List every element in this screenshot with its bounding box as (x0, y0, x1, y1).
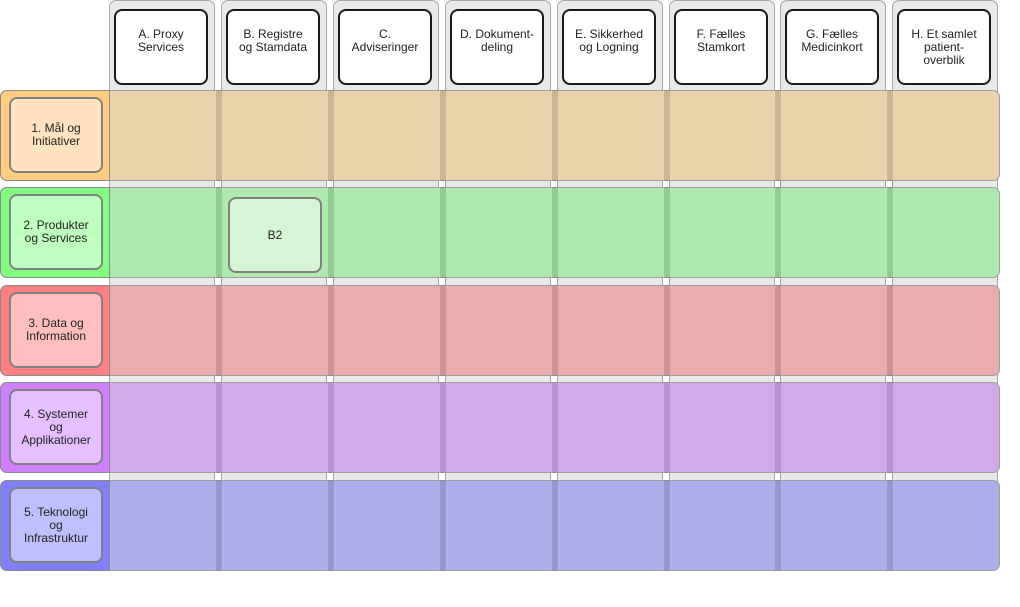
column-divider (440, 382, 446, 473)
column-divider (775, 90, 781, 181)
column-divider (440, 187, 446, 278)
column-divider (552, 285, 558, 376)
column-header-a[interactable]: A. Proxy Services (114, 9, 208, 85)
row-label-4[interactable]: 4. Systemer og Applikationer (9, 389, 103, 465)
column-divider (440, 90, 446, 181)
column-header-d[interactable]: D. Dokument- deling (450, 9, 544, 85)
column-divider (328, 382, 334, 473)
column-divider (328, 480, 334, 571)
column-header-label: H. Et samlet patient- overblik (911, 27, 977, 67)
row-label-text: 4. Systemer og Applikationer (21, 406, 91, 447)
column-divider (664, 480, 670, 571)
row-label-3[interactable]: 3. Data og Information (9, 292, 103, 368)
column-header-h[interactable]: H. Et samlet patient- overblik (897, 9, 991, 85)
column-header-c[interactable]: C. Adviseringer (338, 9, 432, 85)
column-divider (887, 285, 893, 376)
row-band-3 (0, 285, 1000, 376)
column-divider (216, 382, 222, 473)
column-header-label: E. Sikkerhed og Logning (574, 27, 644, 54)
column-header-label: B. Registre og Stamdata (238, 27, 308, 54)
column-divider (664, 382, 670, 473)
column-divider (887, 187, 893, 278)
column-divider (216, 480, 222, 571)
row-label-text: 3. Data og Information (25, 316, 87, 343)
row-label-text: 1. Mål og Initiativer (31, 121, 81, 148)
column-divider (216, 285, 222, 376)
row-band-5 (0, 480, 1000, 571)
column-header-e[interactable]: E. Sikkerhed og Logning (562, 9, 656, 85)
row-label-1[interactable]: 1. Mål og Initiativer (9, 97, 103, 173)
column-divider (552, 480, 558, 571)
column-divider (552, 90, 558, 181)
column-divider (664, 187, 670, 278)
column-divider (328, 285, 334, 376)
cell-b2[interactable]: B2 (228, 197, 322, 273)
column-divider (216, 90, 222, 181)
column-divider (552, 187, 558, 278)
column-divider (775, 480, 781, 571)
row-band-1 (0, 90, 1000, 181)
column-divider (664, 285, 670, 376)
column-header-label: C. Adviseringer (351, 27, 419, 54)
row-label-text: 5. Teknologi og Infrastruktur (23, 504, 89, 545)
column-divider (775, 187, 781, 278)
column-divider (440, 480, 446, 571)
column-header-g[interactable]: G. Fælles Medicinkort (785, 9, 879, 85)
row-band-2 (0, 187, 1000, 278)
cell-label: B2 (267, 228, 283, 242)
column-header-label: D. Dokument- deling (459, 27, 535, 54)
column-divider (887, 382, 893, 473)
row-label-text: 2. Produkter og Services (23, 218, 89, 245)
column-divider (887, 480, 893, 571)
column-header-label: G. Fælles Medicinkort (801, 27, 863, 54)
column-header-label: F. Fælles Stamkort (696, 27, 746, 54)
column-header-f[interactable]: F. Fælles Stamkort (674, 9, 768, 85)
row-label-2[interactable]: 2. Produkter og Services (9, 194, 103, 270)
column-divider (552, 382, 558, 473)
column-header-b[interactable]: B. Registre og Stamdata (226, 9, 320, 85)
column-divider (775, 285, 781, 376)
column-divider (328, 90, 334, 181)
column-divider (440, 285, 446, 376)
column-divider (216, 187, 222, 278)
column-header-label: A. Proxy Services (137, 27, 184, 54)
column-divider (664, 90, 670, 181)
column-divider (775, 382, 781, 473)
row-label-5[interactable]: 5. Teknologi og Infrastruktur (9, 487, 103, 563)
column-divider (328, 187, 334, 278)
column-divider (887, 90, 893, 181)
row-band-4 (0, 382, 1000, 473)
